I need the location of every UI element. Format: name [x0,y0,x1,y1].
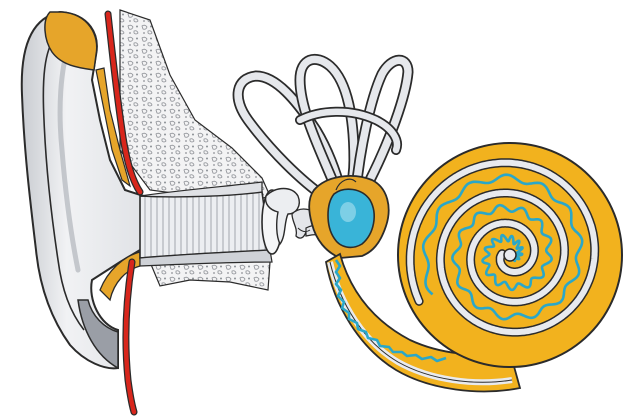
temporal-bone [120,10,270,206]
semicircular-canals [238,59,408,198]
cochlea-apex [504,249,516,261]
ear-canal [140,192,270,258]
